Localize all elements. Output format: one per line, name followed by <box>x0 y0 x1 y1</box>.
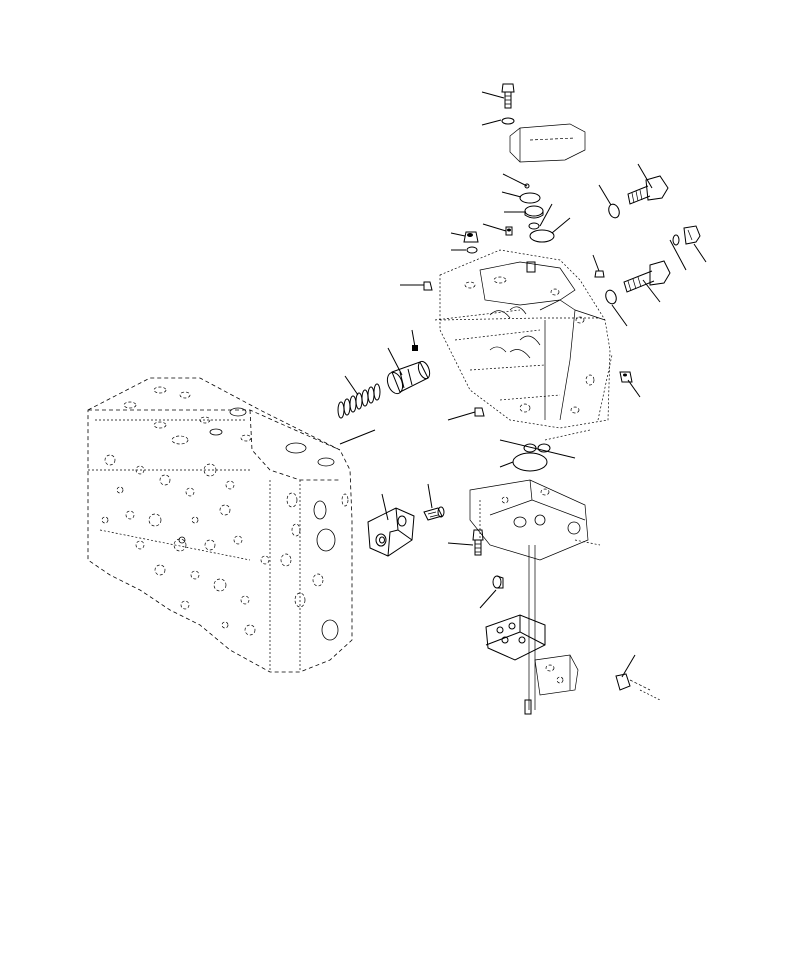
collar <box>492 575 504 589</box>
plug-nut <box>524 205 544 219</box>
leader-lines <box>339 91 707 678</box>
center-small-screw <box>474 407 485 417</box>
top-bolt <box>501 83 515 109</box>
top-washer <box>501 117 515 125</box>
main-valve-body <box>87 377 353 673</box>
lower-long-bolt <box>623 260 671 293</box>
large-o-ring <box>512 452 548 472</box>
sleeve-plug <box>412 345 418 351</box>
bottom-screw <box>524 699 532 715</box>
central-control-block <box>439 249 611 429</box>
o-ring-2 <box>529 229 555 243</box>
o-ring-small <box>528 222 540 230</box>
hex-plug-left <box>463 231 479 243</box>
upper-washer <box>608 203 620 219</box>
top-cap-block <box>509 123 586 163</box>
lower-washer <box>605 289 617 305</box>
o-ring-1 <box>519 192 541 204</box>
bottom-block <box>485 614 546 661</box>
upper-long-bolt <box>627 175 669 205</box>
guide-lines <box>434 309 661 701</box>
right-o-ring <box>672 234 680 246</box>
bottom-small-bolt <box>615 673 651 691</box>
cover-bolt <box>423 506 445 521</box>
body-holes <box>101 386 349 641</box>
bottom-right-fitting <box>534 654 579 696</box>
o-ring-mid-a <box>523 443 537 453</box>
small-o-ring-left <box>466 246 478 254</box>
spool-sleeve <box>386 360 431 395</box>
small-plug-center <box>505 226 513 236</box>
mid-bolt <box>472 529 484 556</box>
o-ring-mid-b <box>537 443 551 453</box>
side-cover-plate <box>367 507 415 557</box>
rod <box>528 545 536 710</box>
block-plug-right <box>594 270 605 278</box>
lower-valve-block <box>469 479 589 561</box>
spring <box>337 383 381 419</box>
mid-right-plug <box>619 371 633 383</box>
hex-plug-right <box>683 225 701 245</box>
small-ball <box>524 183 530 189</box>
left-small-screw <box>423 281 433 291</box>
